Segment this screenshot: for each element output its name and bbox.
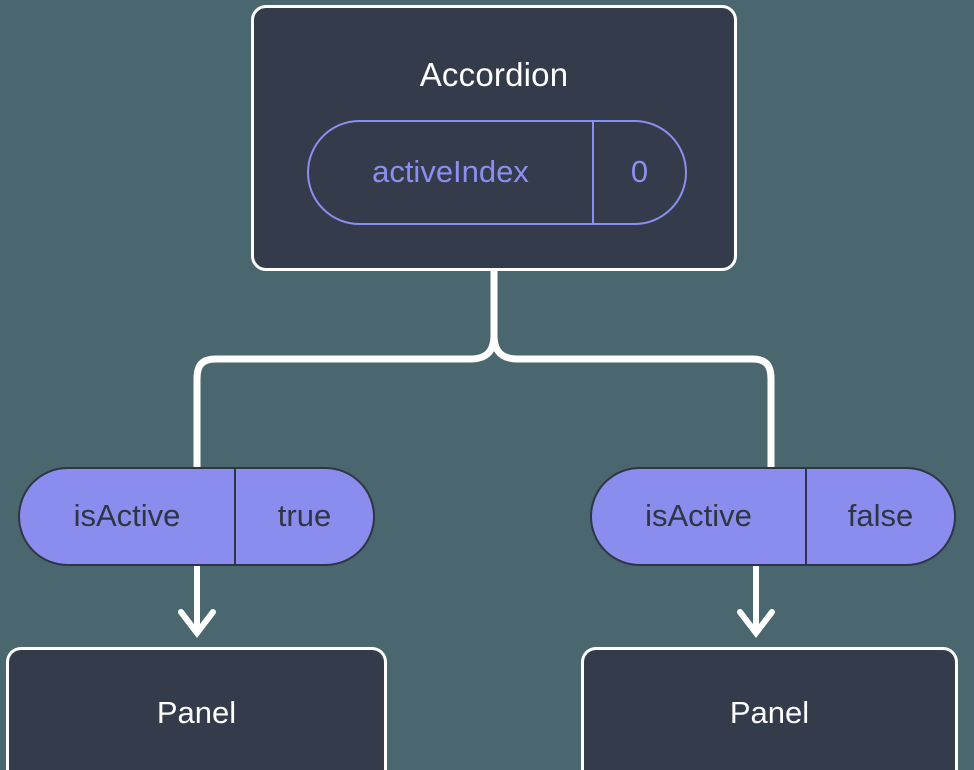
connector-fork-left <box>193 331 498 474</box>
is-active-false-value-label: false <box>805 469 954 564</box>
panel-left-title: Panel <box>156 695 237 730</box>
is-active-false-key-label: isActive <box>645 497 752 533</box>
active-index-value-label: 0 <box>592 122 685 223</box>
connector-fork-right <box>490 331 775 474</box>
is-active-true-key-label: isActive <box>73 497 181 533</box>
down-arrow-head-icon <box>178 609 216 638</box>
is-active-true-prop-pill[interactable]: isActive true <box>18 467 375 566</box>
down-arrow-head-icon <box>737 609 775 638</box>
accordion-title: Accordion <box>419 56 569 93</box>
active-index-state-pill[interactable]: activeIndex 0 <box>307 120 687 225</box>
is-active-true-value-label: true <box>234 469 373 564</box>
active-index-key-label: activeIndex <box>372 153 529 189</box>
panel-right-title: Panel <box>729 695 810 730</box>
arrow-right-branch <box>737 566 775 638</box>
arrow-left-branch <box>178 566 216 638</box>
panel-right-card[interactable]: Panel <box>581 647 958 770</box>
accordion-component-card[interactable]: Accordion activeIndex 0 <box>251 5 737 271</box>
panel-left-card[interactable]: Panel <box>6 647 387 770</box>
is-active-false-prop-pill[interactable]: isActive false <box>590 467 956 566</box>
